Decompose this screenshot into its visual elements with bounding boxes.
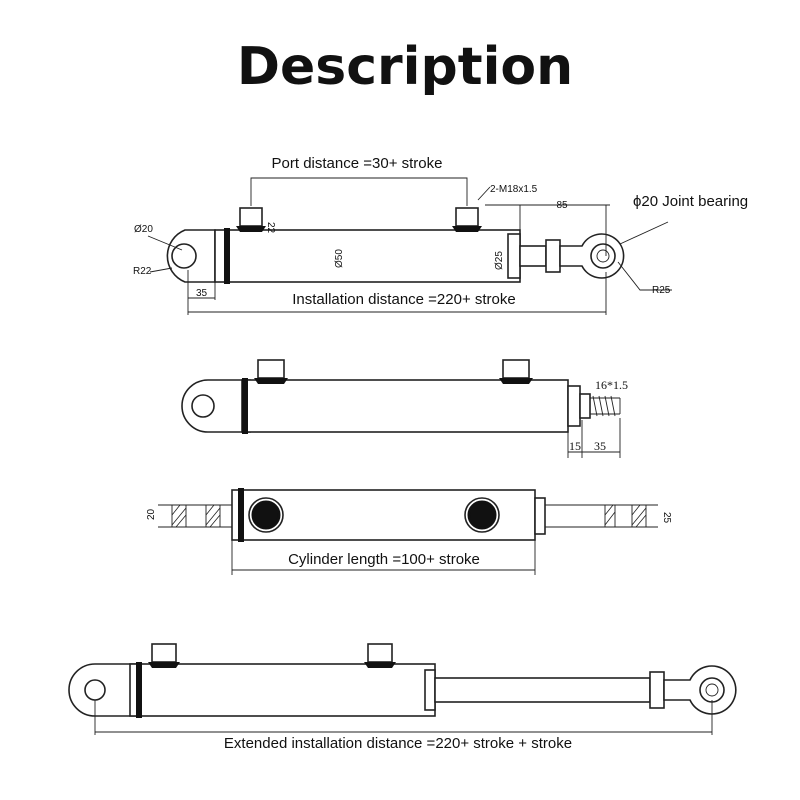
view-1-top-dimensioned: Port distance =30+ stroke 85 2-M18x1.5 2… (133, 155, 748, 315)
dim-d25: Ø25 (494, 251, 505, 270)
port-2 (455, 207, 479, 227)
dim-d20: Ø20 (134, 224, 153, 235)
dim-25-3: 25 (661, 512, 672, 524)
page-title: Description (237, 37, 573, 97)
rod-1 (519, 245, 547, 267)
port-1 (239, 207, 263, 227)
dim-15: 15 (569, 439, 581, 453)
rear-eye-hole (171, 243, 197, 269)
dim-85: 85 (556, 200, 568, 211)
extended-rod (434, 677, 651, 703)
view-3-top: 20 25 Cylinder length =100+ stroke (146, 488, 672, 575)
thread-label-2: 16*1.5 (595, 378, 628, 392)
cylinder-length-label: Cylinder length =100+ stroke (288, 551, 480, 568)
installation-distance-label: Installation distance =220+ stroke (292, 291, 515, 308)
barrel-2 (241, 379, 569, 433)
dim-r25: R25 (652, 285, 671, 296)
barrel-1 (214, 229, 521, 283)
rear-end-cap-ring (224, 228, 230, 284)
joint-bearing-label: ϕ20 Joint bearing (633, 193, 748, 210)
port-thread-label: 2-M18x1.5 (490, 184, 538, 195)
extended-distance-label: Extended installation distance =220+ str… (224, 735, 572, 752)
dim-35: 35 (196, 288, 208, 299)
barrel-4 (129, 663, 436, 717)
dim-35-2: 35 (594, 439, 606, 453)
rear-clevis-2 (181, 379, 251, 433)
view-4-extended: Extended installation distance =220+ str… (68, 643, 737, 752)
rod-nut (545, 239, 561, 273)
dim-d50: Ø50 (334, 249, 345, 268)
dim-22: 22 (265, 222, 276, 234)
dim-r22: R22 (133, 266, 152, 277)
port-distance-label: Port distance =30+ stroke (272, 155, 443, 172)
dim-20: 20 (146, 508, 157, 520)
view-2-side: 16*1.5 15 35 (181, 359, 628, 458)
